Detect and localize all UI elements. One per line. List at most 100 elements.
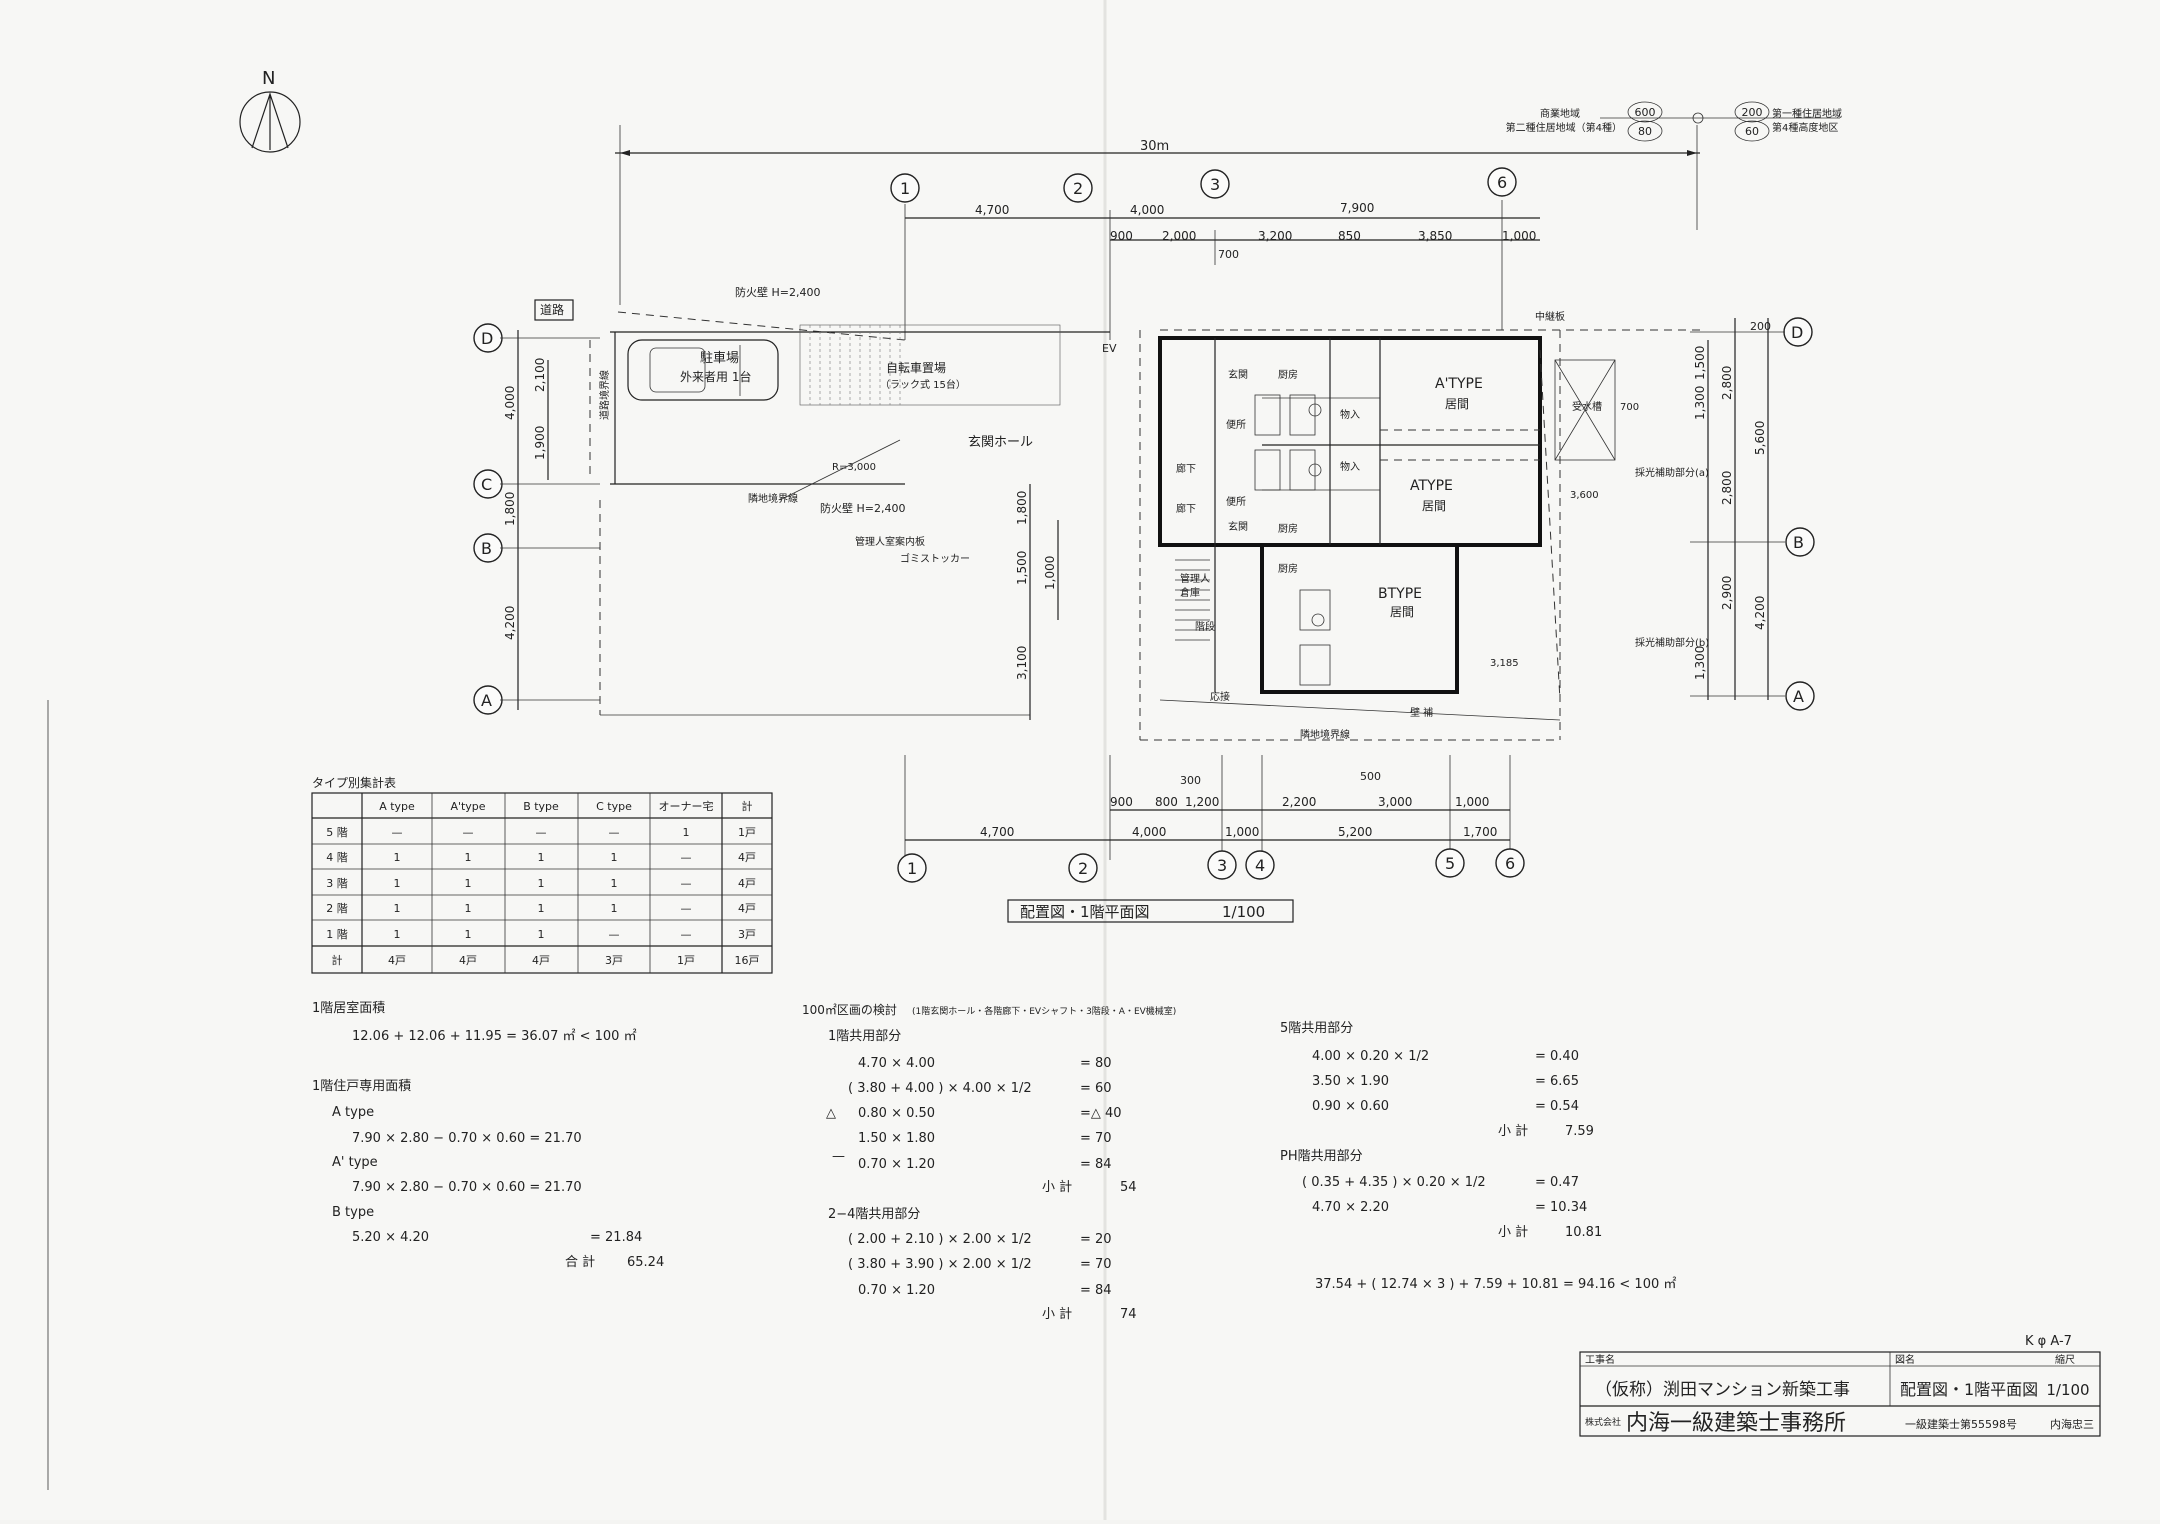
tt-r2c0: 3 階 [326,876,348,890]
calc-right: 5階共用部分 4.00 × 0.20 × 1/2 = 0.40 3.50 × 1… [1280,1021,1676,1292]
calc-mid-sub2-label: 小 計 [1042,1306,1072,1322]
grid-bot-4: 4 [1255,856,1265,875]
type-table-title: タイプ別集計表 [312,775,396,790]
dim-bot-h: 4,000 [1132,825,1166,839]
calc-mid-r3-mark: △ [826,1106,836,1121]
dim-right-5600: 5,600 [1753,421,1767,455]
title-block: K φ A-7 工事名 図名 縮尺 （仮称）渕田マンション新築工事 配置図・1階… [1579,1334,2101,1437]
toilet-1: 便所 [1226,418,1246,431]
calc-right-sub2: 10.81 [1565,1225,1602,1240]
calc-mid-q1-expr: ( 2.00 + 2.10 ) × 2.00 × 1/2 [848,1232,1032,1247]
calc-mid-r1-expr: 4.70 × 4.00 [858,1056,935,1071]
grid-left-b: B [481,539,492,558]
type-a2-label: A'TYPE [1435,376,1483,392]
toilet-2: 便所 [1226,495,1246,508]
zone-right-top: 200 [1742,106,1763,119]
grid-top-3: 3 [1210,175,1220,194]
entrance-2: 玄関 [1228,520,1248,533]
tt-r0c1: — [392,826,403,839]
tt-r2c1: 1 [394,877,401,890]
zone-right-bottom: 60 [1745,125,1759,138]
calc-right-q1-val: = 0.47 [1535,1175,1579,1190]
tt-r3c2: 1 [465,902,472,915]
reception-label: 応接 [1210,690,1230,703]
right-grid: D B A 5,600 4,200 2,800 2,800 2,900 1,50… [1690,317,1815,711]
calc-mid-q3-expr: 0.70 × 1.20 [858,1283,935,1298]
firm-prefix: 株式会社 [1585,1416,1621,1428]
calc-left-b-eq: 5.20 × 4.20 [352,1230,429,1245]
hydrant-b: 採光補助部分(b) [1635,636,1709,649]
dim-bot-c: 1,200 [1185,795,1219,809]
road-boundary-label: 道路境界線 [598,370,611,420]
dim-bot-j: 5,200 [1338,825,1372,839]
dim-bot-f: 1,000 [1455,795,1489,809]
mgmt-box-label: 管理人室案内板 [855,535,925,548]
dim-bot-i: 1,000 [1225,825,1259,839]
calc-mid-r2-val: = 60 [1080,1081,1112,1096]
project-name: （仮称）渕田マンション新築工事 [1595,1380,1850,1400]
calc-left-h2: 1階住戸専用面積 [312,1079,411,1094]
calc-left-a2: A' type [332,1155,378,1170]
zone-right-2: 第4種高度地区 [1772,121,1838,134]
site-width-label: 30m [1140,139,1169,154]
storage-1: 物入 [1340,408,1360,421]
calc-right-r3-expr: 0.90 × 0.60 [1312,1099,1389,1114]
tt-h1: A type [379,800,415,813]
calc-mid-title: 100㎡区画の検討 [802,1002,897,1017]
dim-right-1300b: 1,300 [1693,646,1707,680]
calc-right-q1-expr: ( 0.35 + 4.35 ) × 0.20 × 1/2 [1302,1175,1486,1190]
tt-r0c0: 5 階 [326,825,348,839]
radius-label: R=3,000 [832,462,876,473]
tt-r2c3: 1 [538,877,545,890]
dim-bot-a: 900 [1110,795,1133,809]
grid-top-1: 1 [900,179,910,198]
dim-right-2800b: 2,800 [1720,471,1734,505]
type-table: タイプ別集計表 A type A'type B type C type オーナー… [311,775,773,974]
dim-3600: 3,600 [1570,490,1599,501]
tt-r0c2: — [463,826,474,839]
tt-h2: A'type [450,800,485,813]
tt-r1c3: 1 [538,851,545,864]
top-grid: 1 2 3 6 4,700 4,000 7,900 900 2,000 3,20… [890,167,1540,340]
calc-mid-sub2: 74 [1120,1307,1137,1322]
dim-center-1000: 1,000 [1043,556,1057,590]
grid-top-2: 2 [1073,179,1083,198]
plan-title-scale: 1/100 [1222,903,1265,921]
tt-r4c5: — [681,928,692,941]
project-label: 工事名 [1585,1353,1615,1366]
calc-mid-r3-val: =△ 40 [1080,1106,1122,1121]
tt-r1c0: 4 階 [326,850,348,864]
calc-left-total-label: 合 計 [565,1254,595,1270]
tt-r1c4: 1 [611,851,618,864]
dim-left-1900: 1,900 [533,426,547,460]
grid-bot-5: 5 [1445,854,1455,873]
calc-mid-title-note: (1階玄関ホール・各階廊下・EVシャフト・3階段・A・EV機械室) [912,1005,1176,1017]
scale-label: 縮尺 [2055,1353,2075,1366]
tt-r0c4: — [609,826,620,839]
tt-r5c3: 4戸 [532,954,550,967]
tt-r1c6: 4戸 [738,851,756,864]
zone-far-bottom: 80 [1638,125,1652,138]
tt-h6: 計 [742,799,753,813]
fire-wall-bottom-label: 防火壁 H=2,400 [820,501,905,515]
calc-mid-q1-val: = 20 [1080,1232,1112,1247]
site-dimension: 30m [615,125,1700,305]
trash-label: ゴミストッカー [900,552,970,565]
tt-r0c5: 1 [683,826,690,839]
tt-r2c5: — [681,877,692,890]
architect-name: 内海忠三 [2050,1417,2094,1431]
sheet-number: K φ A-7 [2025,1334,2072,1349]
tt-r5c6: 16戸 [735,954,760,967]
adj-boundary-bottom: 隣地境界線 [1300,728,1350,741]
tt-r4c1: 1 [394,928,401,941]
bike-rack [799,324,1061,406]
kitchen-1: 厨房 [1278,368,1298,381]
calc-left-b: B type [332,1205,374,1220]
living-a: 居間 [1422,499,1446,513]
tt-h5: オーナー宅 [659,799,714,813]
calc-left: 1階居室面積 12.06 + 12.06 + 11.95 = 36.07 ㎡ <… [312,1000,664,1270]
zone-left-2: 第二種住居地域（第4種） [1506,121,1622,134]
calc-left-total: 65.24 [627,1255,664,1270]
